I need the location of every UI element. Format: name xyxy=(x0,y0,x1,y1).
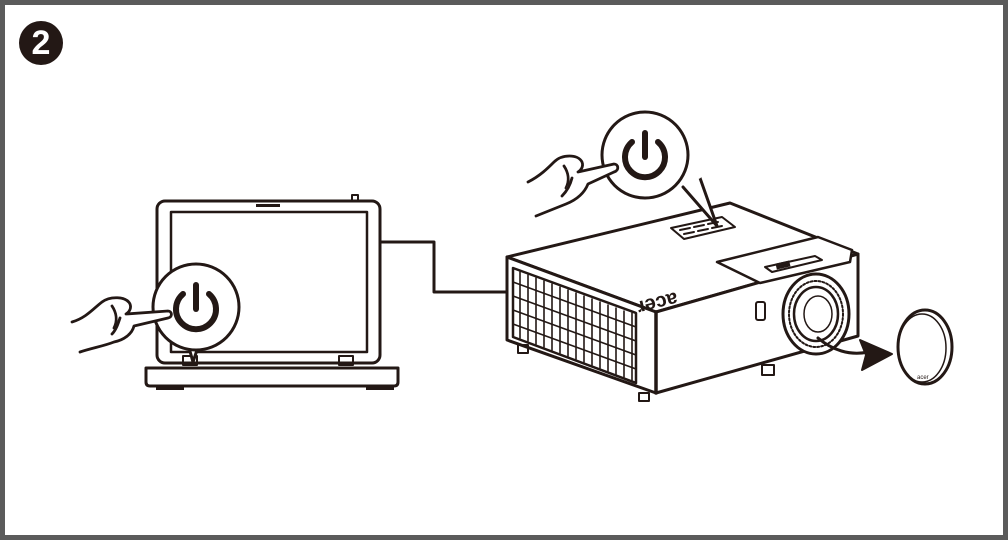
power-icon xyxy=(173,282,219,333)
lens-cap: acer xyxy=(896,308,954,386)
projector-power-callout xyxy=(600,110,719,228)
hand-pointer-icon xyxy=(526,154,620,218)
vent-grille xyxy=(511,266,638,385)
hand-pointer-icon xyxy=(70,296,173,354)
laptop-power-callout xyxy=(151,262,241,364)
power-icon xyxy=(622,130,668,181)
lens-cap-logo: acer xyxy=(917,375,929,381)
arrow-right-icon xyxy=(816,336,893,371)
step-number-badge: 2 xyxy=(19,21,63,65)
control-panel xyxy=(670,216,736,240)
projector-lens xyxy=(781,272,851,356)
projector: acer xyxy=(505,201,860,402)
video-cable xyxy=(378,240,512,294)
